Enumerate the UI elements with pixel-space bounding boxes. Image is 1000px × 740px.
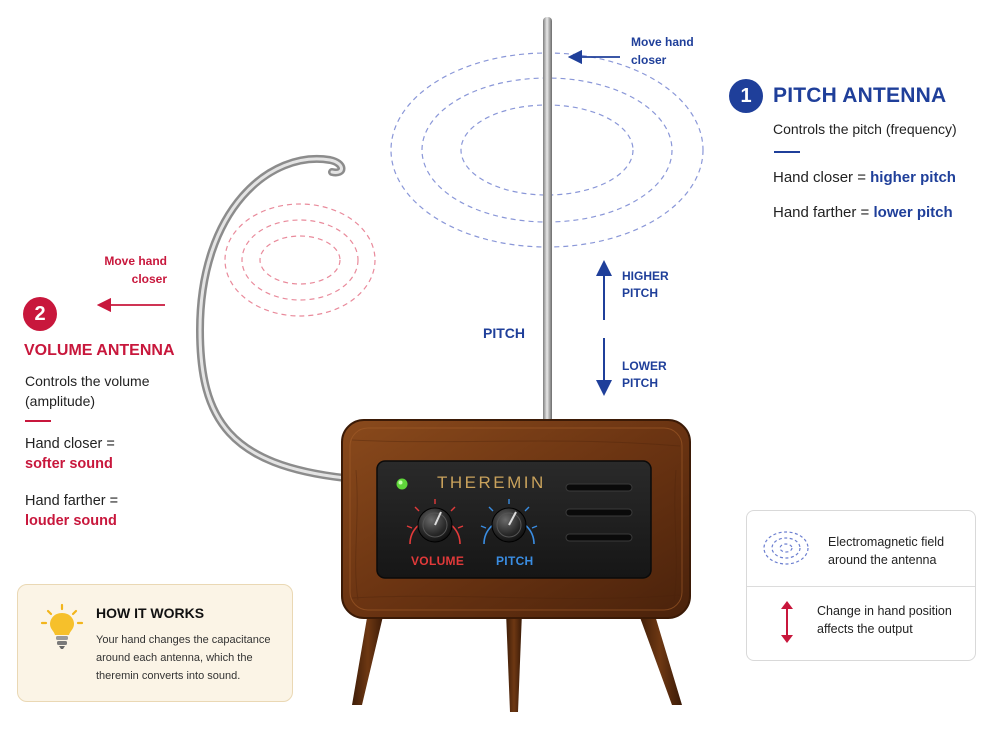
pitch-move-hint-line2: closer <box>631 53 667 67</box>
volume-move-hint-line2: closer <box>131 272 167 286</box>
pitch-divider <box>774 151 800 153</box>
volume-farther-prefix: Hand farther = <box>25 493 119 509</box>
double-arrow-icon <box>781 601 793 643</box>
volume-farther-line: Hand farther = louder sound <box>25 491 195 531</box>
pitch-knob <box>480 499 538 545</box>
lower-pitch-line1: LOWER <box>622 359 667 373</box>
pitch-farther-line: Hand farther = lower pitch <box>773 204 953 221</box>
pitch-antenna <box>543 17 552 429</box>
volume-closer-prefix: Hand closer = <box>25 436 115 452</box>
higher-pitch-line1: HIGHER <box>622 269 669 283</box>
pitch-step-number: 1 <box>729 79 763 113</box>
cabinet-legs <box>352 612 682 712</box>
pitch-knob-label: PITCH <box>496 554 534 568</box>
lower-pitch-line2: PITCH <box>622 376 658 390</box>
volume-title: VOLUME ANTENNA <box>24 342 175 359</box>
pitch-closer-line: Hand closer = higher pitch <box>773 169 956 186</box>
volume-description: Controls the volume (amplitude) <box>25 373 150 409</box>
lower-pitch-label: LOWER PITCH <box>622 358 667 392</box>
field-rings-icon <box>763 531 809 565</box>
pitch-closer-prefix: Hand closer = <box>773 169 871 186</box>
higher-pitch-label: HIGHER PITCH <box>622 268 669 302</box>
volume-closer-value: softer sound <box>25 456 113 472</box>
pitch-closer-value: higher pitch <box>870 169 956 186</box>
volume-farther-value: louder sound <box>25 513 117 529</box>
pitch-move-hint: Move hand closer <box>631 33 694 69</box>
legend-panel: Electromagnetic field around the antenna… <box>746 510 976 661</box>
volume-divider <box>25 420 51 422</box>
pitch-axis-label: PITCH <box>483 325 525 341</box>
pitch-move-hint-line1: Move hand <box>631 35 694 49</box>
power-indicator <box>396 478 408 490</box>
volume-move-hint-line1: Move hand <box>104 254 167 268</box>
volume-move-hint: Move hand closer <box>90 252 167 288</box>
higher-pitch-line2: PITCH <box>622 286 658 300</box>
how-it-works-text: Your hand changes the capacitance around… <box>96 634 271 682</box>
pitch-title: PITCH ANTENNA <box>773 84 947 107</box>
how-it-works-panel: HOW IT WORKS Your hand changes the capac… <box>17 584 293 702</box>
legend-arrow-text: Change in hand position affects the outp… <box>817 604 952 636</box>
volume-field-rings <box>224 203 376 317</box>
pitch-farther-prefix: Hand farther = <box>773 204 874 221</box>
legend-field-text: Electromagnetic field around the antenna <box>828 535 945 567</box>
theremin-brand: THEREMIN <box>437 473 546 492</box>
volume-knob-label: VOLUME <box>411 554 465 568</box>
volume-step-number: 2 <box>23 297 57 331</box>
legend-divider <box>747 586 975 587</box>
volume-closer-line: Hand closer = softer sound <box>25 434 195 474</box>
how-it-works-title: HOW IT WORKS <box>96 605 205 621</box>
lightbulb-icon <box>40 603 84 649</box>
volume-knob <box>406 499 464 545</box>
pitch-description: Controls the pitch (frequency) <box>773 121 957 137</box>
pitch-farther-value: lower pitch <box>873 204 953 221</box>
speaker-grille <box>565 483 633 542</box>
